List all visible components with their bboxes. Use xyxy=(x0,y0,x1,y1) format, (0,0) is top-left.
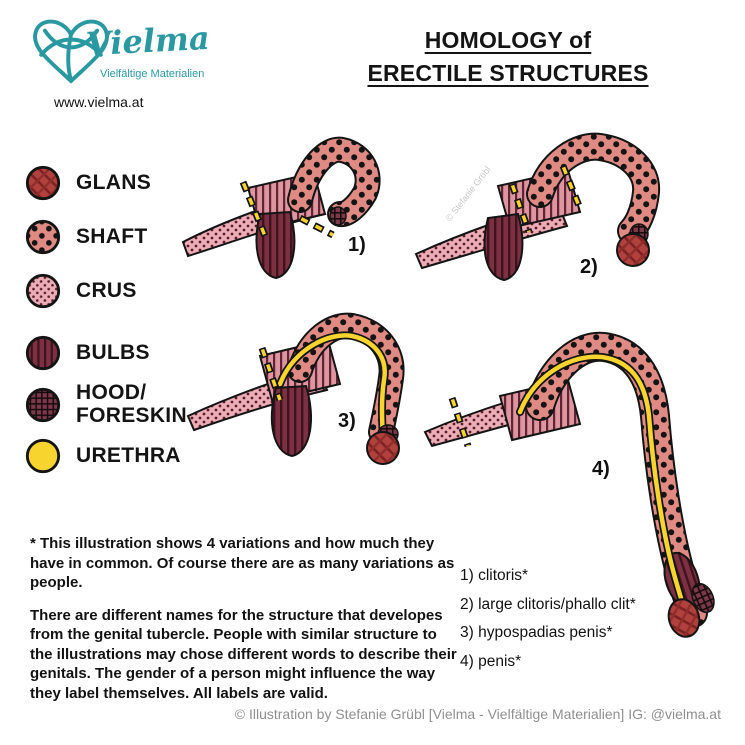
glans-swatch-icon xyxy=(25,165,61,201)
figure-1-number: 1) xyxy=(348,234,366,256)
figure-3-number: 3) xyxy=(338,410,356,432)
legend-item-bulbs: BULBS xyxy=(24,334,224,372)
hood-swatch-icon xyxy=(25,387,61,422)
notes-block: * This illustration shows 4 variations a… xyxy=(30,534,462,716)
page-title: HOMOLOGY of ERECTILE STRUCTURES xyxy=(348,24,668,91)
note-paragraph-1: * This illustration shows 4 variations a… xyxy=(30,535,455,591)
title-line2: ERECTILE STRUCTURES xyxy=(367,60,649,87)
legend-label: SHAFT xyxy=(76,224,148,248)
figure-2-illustration: © Stefanie Grübl xyxy=(414,132,661,282)
variant-list: 1) clitoris* 2) large clitoris/phallo cl… xyxy=(460,562,636,677)
bulb-shape xyxy=(270,384,312,458)
urethra-cut-marks-icon xyxy=(258,346,284,402)
brand-website: www.vielma.at xyxy=(54,94,144,110)
figure-4-number: 4) xyxy=(592,458,610,480)
urethra-cut-marks-icon xyxy=(239,180,335,239)
figure-1-illustration xyxy=(181,136,381,280)
legend-item-crus: CRUS xyxy=(24,272,224,310)
hood-shape xyxy=(691,582,715,614)
watermark-text: © Stefanie Grübl xyxy=(444,165,493,224)
glans-shape xyxy=(667,598,701,638)
variant-item-3: 3) hypospadias penis* xyxy=(460,624,613,642)
legend-label: BULBS xyxy=(76,340,150,364)
variant-item-2: 2) large clitoris/phallo clit* xyxy=(460,595,636,613)
urethra-cut-marks-icon xyxy=(508,164,583,234)
bulb-shape xyxy=(255,210,296,280)
shaft-shape xyxy=(526,132,661,245)
glans-shape xyxy=(616,233,650,267)
glans-shape xyxy=(366,431,400,465)
crus-swatch-icon xyxy=(25,273,61,309)
shaft-shape xyxy=(287,312,405,445)
brand-name: Vielma xyxy=(85,18,211,64)
urethra-line xyxy=(276,331,389,444)
urethra-line xyxy=(516,352,690,618)
legend-label: CRUS xyxy=(76,278,137,302)
legend: GLANS SHAFT CRUS BULBS HOOD/ FORESKIN xyxy=(24,164,224,491)
legend-label: HOOD/ FORESKIN xyxy=(76,381,187,427)
note-paragraph-2: There are different names for the struct… xyxy=(30,606,457,702)
figure-2-number: 2) xyxy=(580,256,598,278)
legend-item-hood-foreskin: HOOD/ FORESKIN xyxy=(24,381,224,427)
bulb-shape xyxy=(483,212,524,282)
legend-label: GLANS xyxy=(76,170,151,194)
vielma-logo-icon xyxy=(33,19,109,84)
urethra-swatch-icon xyxy=(25,439,61,474)
legend-item-urethra: URETHRA xyxy=(24,437,224,475)
hood-shape xyxy=(329,206,347,226)
brand-tagline: Vielfältige Materialien xyxy=(100,68,205,80)
figure-4-illustration xyxy=(423,331,715,638)
shaft-shape xyxy=(287,136,381,228)
legend-item-shaft: SHAFT xyxy=(24,218,224,256)
shaft-swatch-icon xyxy=(25,219,61,255)
variant-item-4: 4) penis* xyxy=(460,653,522,671)
brand-block: Vielma Vielfältige Materialien www.vielm… xyxy=(26,8,246,120)
variant-item-1: 1) clitoris* xyxy=(460,567,529,584)
urethra-cut-marks-icon xyxy=(448,396,472,448)
legend-item-glans: GLANS xyxy=(24,164,224,202)
bulbs-swatch-icon xyxy=(25,335,61,371)
figure-3-illustration xyxy=(186,312,405,465)
legend-label: URETHRA xyxy=(76,444,181,467)
title-line1: HOMOLOGY of xyxy=(424,27,592,53)
credit-line: © Illustration by Stefanie Grübl [Vielma… xyxy=(234,706,721,722)
